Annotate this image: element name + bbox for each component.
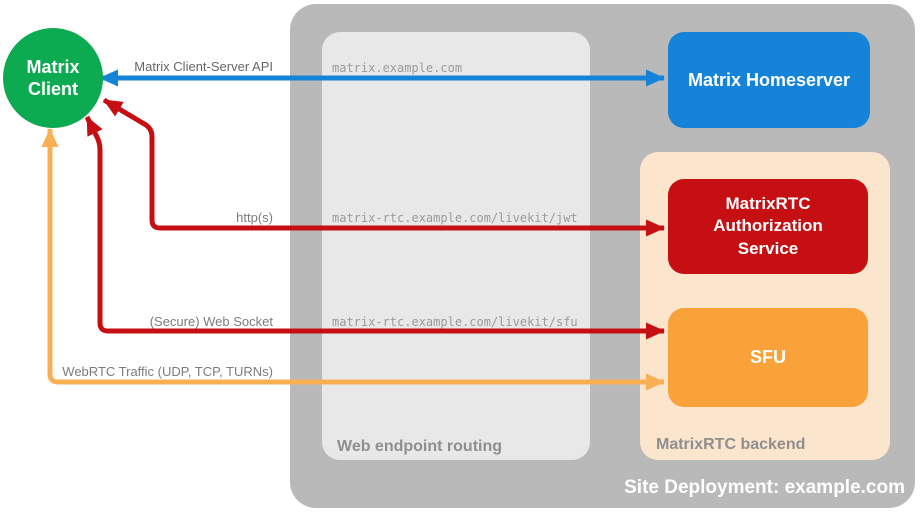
matrixrtc-backend-label: MatrixRTC backend bbox=[656, 436, 806, 453]
auth-service-label: MatrixRTC Authorization Service bbox=[713, 194, 823, 258]
route-matrix-domain: matrix.example.com bbox=[332, 61, 463, 75]
webrtc-label: WebRTC Traffic (UDP, TCP, TURNs) bbox=[62, 364, 273, 379]
sfu-label: SFU bbox=[750, 347, 786, 367]
matrix-homeserver-node: Matrix Homeserver bbox=[668, 32, 870, 128]
matrix-homeserver-label: Matrix Homeserver bbox=[687, 69, 851, 90]
route-jwt-path: matrix-rtc.example.com/livekit/jwt bbox=[332, 211, 578, 225]
route-sfu-path: matrix-rtc.example.com/livekit/sfu bbox=[332, 315, 578, 329]
web-endpoint-routing-box bbox=[322, 32, 590, 460]
websocket-label: (Secure) Web Socket bbox=[149, 314, 273, 329]
https-label: http(s) bbox=[236, 210, 273, 225]
auth-service-node: MatrixRTC Authorization Service bbox=[668, 179, 868, 274]
matrix-client-node: Matrix Client bbox=[3, 28, 103, 128]
web-endpoint-routing-label: Web endpoint routing bbox=[337, 438, 503, 455]
client-server-api-label: Matrix Client-Server API bbox=[134, 59, 273, 74]
matrix-client-label: Matrix Client bbox=[26, 56, 80, 100]
sfu-node: SFU bbox=[668, 308, 868, 407]
site-deployment-label: Site Deployment: example.com bbox=[624, 477, 905, 498]
